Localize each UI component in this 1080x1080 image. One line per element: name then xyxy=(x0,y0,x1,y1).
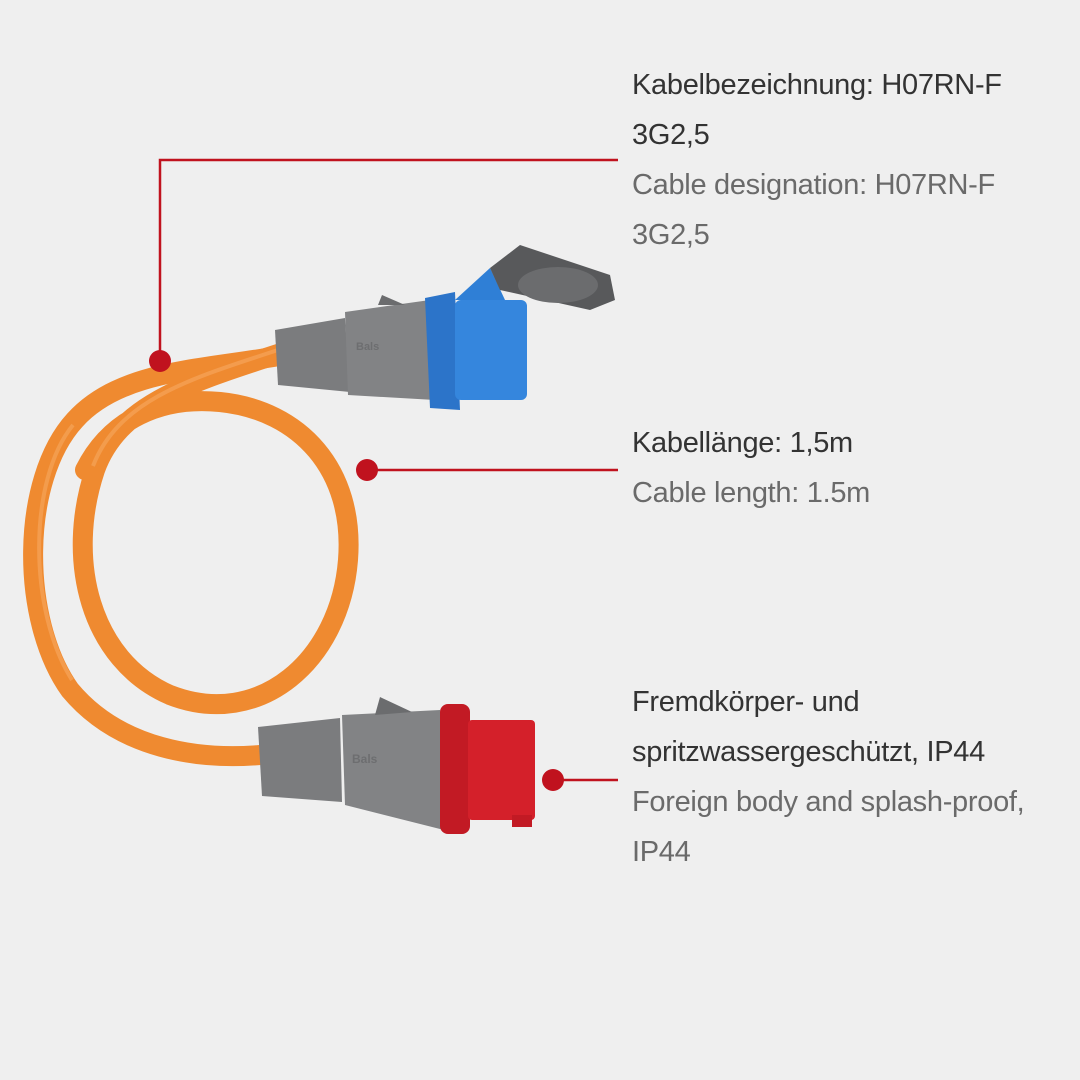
leader-lines xyxy=(158,158,618,782)
svg-text:Bals: Bals xyxy=(356,341,379,353)
svg-text:Bals: Bals xyxy=(352,752,378,766)
annotation-ip44: Fremdkörper- und spritzwassergeschützt, … xyxy=(632,677,1052,877)
annotation-text-de: Kabelbezeichnung: H07RN-F 3G2,5 xyxy=(632,69,1002,151)
marker-dot-cable-length xyxy=(356,459,378,481)
marker-dot-cable-designation xyxy=(149,350,171,372)
marker-dot-ip44 xyxy=(542,769,564,791)
annotation-text-en: Foreign body and splash-proof, IP44 xyxy=(632,786,1025,868)
blue-cee-socket: Bals xyxy=(275,245,615,410)
orange-cable xyxy=(23,340,359,767)
annotation-text-en: Cable designation: H07RN-F 3G2,5 xyxy=(632,169,995,251)
annotation-text-de: Fremdkörper- und spritzwassergeschützt, … xyxy=(632,686,985,768)
annotation-text-de: Kabellänge: 1,5m xyxy=(632,427,853,459)
annotation-text-en: Cable length: 1.5m xyxy=(632,477,871,509)
annotation-cable-length: Kabellänge: 1,5m Cable length: 1.5m xyxy=(632,418,1052,518)
red-cee-plug: Bals xyxy=(258,697,535,834)
annotation-cable-designation: Kabelbezeichnung: H07RN-F 3G2,5 Cable de… xyxy=(632,60,1012,260)
